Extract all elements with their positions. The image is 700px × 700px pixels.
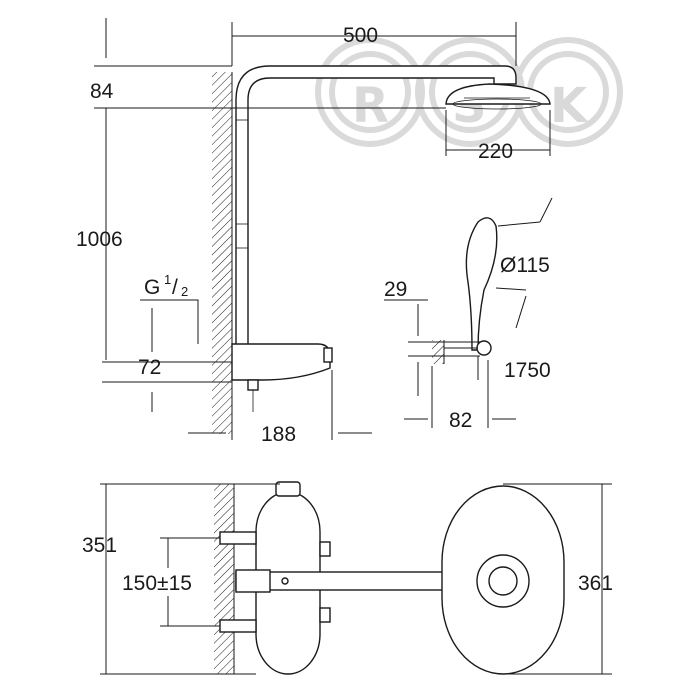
hand-shower-holder [476,340,492,356]
dim-body-height: 351 [82,534,117,557]
dim-projection: 188 [261,423,296,446]
connection-fraction-num: 1 [164,272,171,287]
front-view: 351 150±15 361 [82,481,613,675]
dim-arm-length: 500 [343,24,378,47]
inlet-connector-lower [219,619,257,633]
ext-line-115-top [497,221,541,227]
dim-head-diameter: 220 [478,140,513,163]
thermostat-handle [323,347,333,363]
connection-fraction-slash: / [172,276,178,299]
dim-hand-shower-diameter: Ø115 [500,254,550,277]
arm-screw-left [281,577,289,585]
hand-shower-view: Ø115 29 1750 82 [384,197,553,432]
hand-shower-body [465,217,498,351]
front-button-upper [319,541,331,557]
wall-hatching [212,72,232,434]
dim-head-offset: 84 [90,80,114,103]
dim-hand-projection: 82 [449,409,472,432]
connection-fraction-den: 2 [181,284,188,299]
rosette-hub-inner [488,566,518,596]
watermark-letter-k: K [550,78,589,134]
connection-leader-line [140,299,199,344]
dim-connection-height: 72 [138,356,161,379]
dim-outlet-offset: 29 [384,278,407,301]
head-shower-body [445,83,551,105]
dim-total-height: 1006 [76,228,123,251]
side-view: 500 84 1006 G 1 / 2 72 220 188 [76,18,551,446]
dim-arrow-115-bottom [515,295,527,329]
arm-mount-block [235,569,271,593]
front-wall-hatching [214,484,234,674]
dim-arrow-115-top [539,197,553,223]
front-button-lower [319,607,331,623]
ext-line-115-bottom [495,287,527,291]
thermostat-top-cap [275,481,301,497]
connection-thread-label: G [144,276,160,299]
watermark-letter-r: R [352,78,389,134]
head-shower-spray-face [452,98,542,110]
dim-centre-distance: 150±15 [122,572,192,595]
inlet-connector-upper [219,531,257,545]
dim-rosette-height: 361 [578,572,613,595]
thermostat-body [231,343,331,381]
outlet-connector [247,379,259,391]
shower-column-arm [235,65,517,351]
holder-wall-hatching [432,340,444,364]
dim-hose-length: 1750 [504,359,551,382]
